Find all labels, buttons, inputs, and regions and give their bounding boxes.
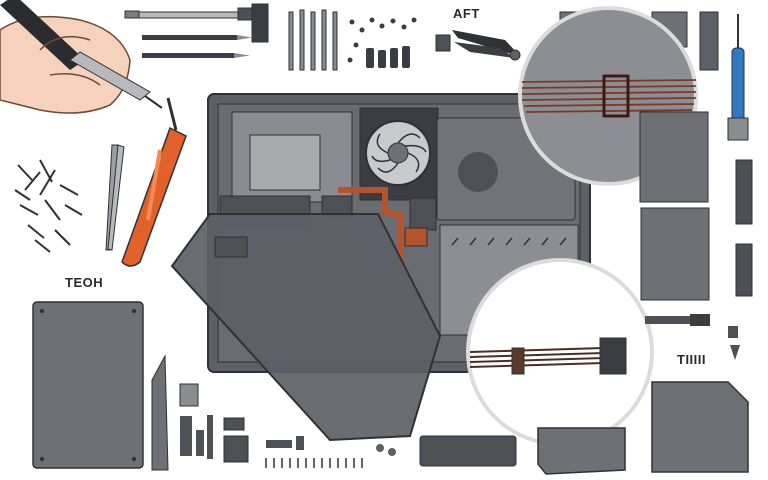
small-screws-icon — [347, 17, 417, 68]
left-battery-panel — [32, 301, 144, 469]
pry-tweezers-icon — [452, 30, 521, 61]
tweezers-icon — [105, 144, 125, 251]
right-part-label: TIIIII — [677, 352, 706, 367]
fan-icon — [365, 120, 431, 186]
top-tool-label: AFT — [453, 6, 480, 21]
hand-with-screwdriver-icon — [0, 0, 163, 114]
top-screwdriver-icon — [124, 3, 269, 43]
right-side-panels — [537, 111, 753, 475]
left-panel-label: TEOH — [65, 275, 104, 290]
orange-screwdriver-icon — [121, 97, 187, 267]
pen-tool-icon — [142, 35, 252, 58]
blue-screwdriver-icon — [727, 14, 749, 141]
screw-pile-icon — [14, 159, 83, 253]
bottom-cover-panel — [170, 213, 442, 442]
screwdriver-bits-icon — [288, 9, 338, 71]
small-box-icon — [435, 34, 451, 52]
connector-cable-icon — [466, 258, 654, 446]
small-parts-bottom — [151, 354, 517, 471]
